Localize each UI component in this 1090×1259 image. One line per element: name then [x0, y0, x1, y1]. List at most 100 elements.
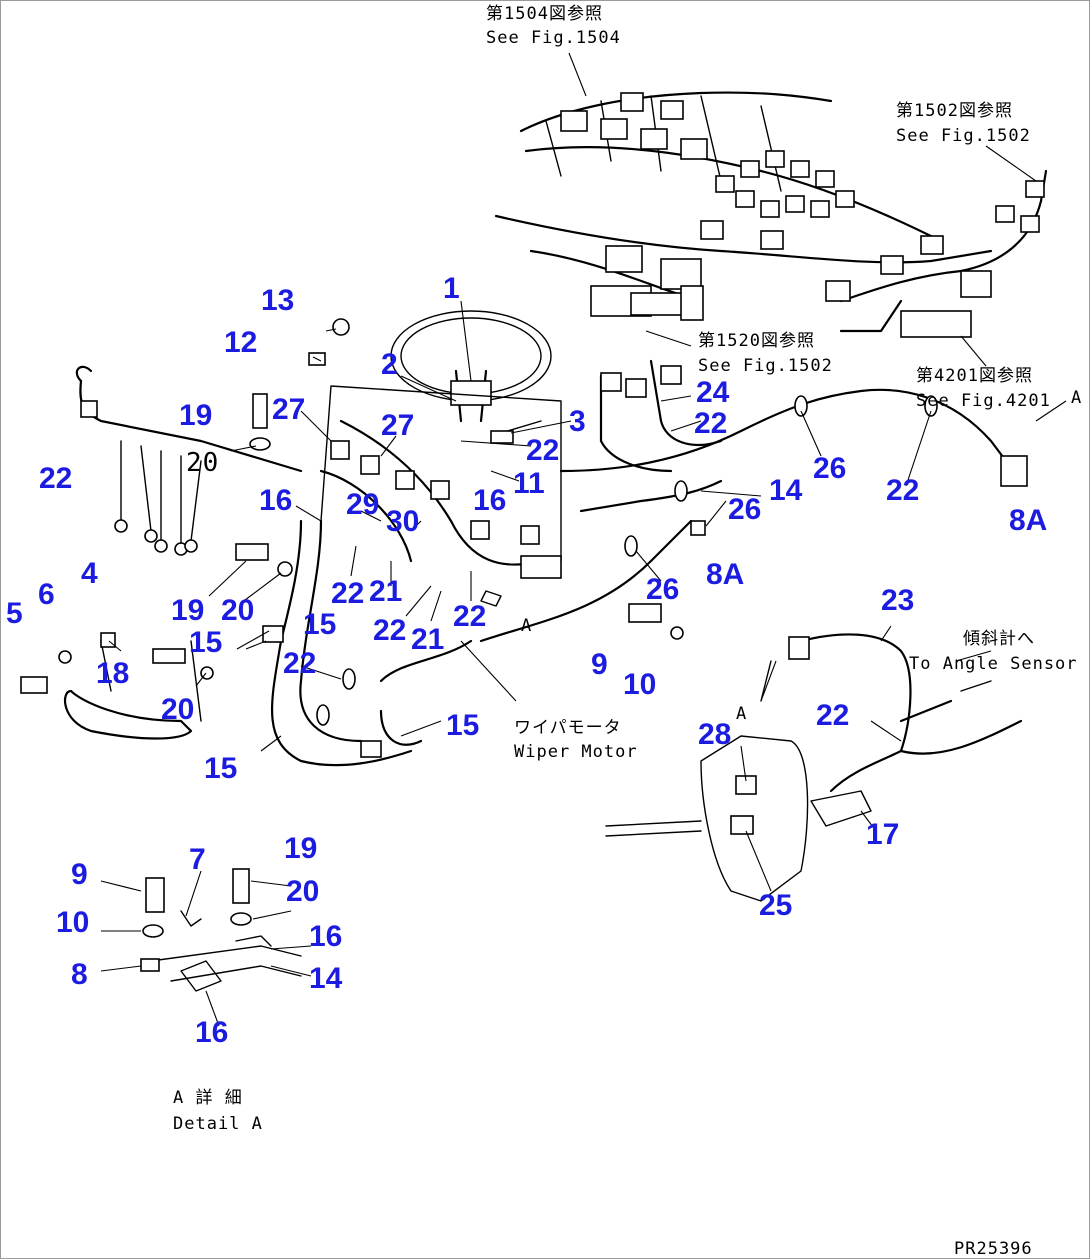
terminal — [154, 539, 168, 553]
callout-26-c: 26 — [646, 573, 679, 606]
leader-lines — [100, 52, 1067, 1027]
left-bracket — [20, 632, 202, 740]
washer-10 — [142, 924, 164, 938]
connector — [700, 220, 724, 240]
clamp — [624, 535, 638, 557]
marker-a-center: A — [521, 616, 532, 636]
callout-29: 29 — [346, 488, 379, 521]
terminal — [144, 529, 158, 543]
item-20-plain: 20 — [186, 448, 219, 478]
callout-2: 2 — [381, 348, 398, 381]
callout-11: 11 — [513, 467, 545, 500]
callout-8: 8 — [71, 958, 88, 991]
connector — [680, 138, 708, 160]
callout-15-c: 15 — [446, 709, 479, 742]
callout-15-b: 15 — [303, 608, 336, 641]
part-13 — [332, 318, 350, 336]
connector — [735, 190, 755, 208]
wiper-motor-en: Wiper Motor — [514, 742, 638, 762]
bolt-19 — [252, 393, 268, 429]
detail-a-en: Detail A — [173, 1114, 263, 1134]
grommet — [316, 704, 330, 726]
connector — [330, 440, 350, 460]
callout-22-e: 22 — [331, 577, 364, 610]
callout-10-detail: 10 — [56, 906, 89, 939]
angle-sensor-harness — [605, 633, 1023, 902]
angle-sensor-jp: 傾斜計へ — [963, 629, 1035, 649]
connector — [790, 160, 810, 178]
marker-a-sensor: A — [736, 704, 747, 724]
callout-17: 17 — [866, 818, 899, 851]
clip-16 — [180, 960, 222, 992]
clip — [690, 520, 706, 536]
callout-15-a: 15 — [189, 626, 222, 659]
detail-a — [140, 868, 302, 992]
washer-20 — [230, 912, 252, 926]
connector — [810, 200, 830, 218]
callout-7: 7 — [189, 843, 206, 876]
washer-20 — [277, 561, 293, 577]
callout-8a-b: 8A — [706, 558, 744, 591]
callout-5: 5 — [6, 597, 23, 630]
washer-10 — [670, 626, 684, 640]
callout-19-b: 19 — [171, 594, 204, 627]
callout-16-a: 16 — [259, 484, 292, 517]
connector — [660, 258, 702, 290]
connector — [1020, 215, 1040, 233]
lower-harness — [262, 519, 473, 767]
callout-20-b: 20 — [161, 693, 194, 726]
callout-22-i: 22 — [816, 699, 849, 732]
bolt-19 — [235, 543, 269, 561]
callout-28: 28 — [698, 718, 731, 751]
callout-22-a: 22 — [39, 462, 72, 495]
callout-21-b: 21 — [411, 623, 444, 656]
ref-1520-jp: 第1520図参照 — [698, 331, 815, 351]
callouts: 1 2 3 4 5 6 7 8 9 9 10 10 11 12 13 14 14… — [6, 272, 1047, 1049]
reference-notes: 第1504図参照 See Fig.1504 第1502図参照 See Fig.1… — [173, 4, 1081, 1258]
callout-8a-a: 8A — [1009, 504, 1047, 537]
connector — [520, 525, 540, 545]
callout-9: 9 — [591, 648, 608, 681]
callout-21-a: 21 — [369, 575, 402, 608]
connector — [600, 118, 628, 140]
connector — [760, 230, 784, 250]
angle-sensor-en: To Angle Sensor — [909, 654, 1078, 674]
connector — [760, 200, 780, 218]
washer-20 — [249, 437, 271, 451]
connector — [785, 195, 805, 213]
left-harness — [75, 365, 303, 556]
ref-1504-jp: 第1504図参照 — [486, 4, 603, 24]
ref-1502-jp: 第1502図参照 — [896, 101, 1013, 121]
column-switch — [450, 380, 492, 406]
callout-15-d: 15 — [204, 752, 237, 785]
callout-22-f: 22 — [373, 614, 406, 647]
clamp — [794, 395, 808, 417]
clip — [80, 400, 98, 418]
wiper-motor-jp: ワイパモータ — [514, 718, 622, 738]
callout-30: 30 — [386, 505, 419, 538]
part-28 — [735, 775, 757, 795]
connector — [815, 170, 835, 188]
callout-16-detail: 16 — [309, 920, 342, 953]
clamp — [674, 480, 688, 502]
horn-button — [490, 430, 514, 444]
ref-1520-en: See Fig.1502 — [698, 356, 833, 376]
instrument-panel-harness — [494, 91, 1048, 338]
callout-26-b: 26 — [728, 493, 761, 526]
ref-4201-en: See Fig.4201 — [916, 391, 1051, 411]
callout-27-b: 27 — [381, 409, 414, 442]
callout-12: 12 — [224, 326, 257, 359]
callout-4: 4 — [81, 557, 98, 590]
part-8 — [140, 958, 160, 972]
callout-10: 10 — [623, 668, 656, 701]
callout-19-a: 19 — [179, 399, 212, 432]
connector — [920, 235, 944, 255]
grommet — [342, 668, 356, 690]
callout-27-a: 27 — [272, 393, 305, 426]
connector — [520, 555, 562, 579]
callout-24: 24 — [696, 376, 730, 409]
ref-4201-jp: 第4201図参照 — [916, 366, 1033, 386]
relay-box — [900, 310, 972, 338]
detail-a-jp: A 詳 細 — [173, 1088, 243, 1108]
